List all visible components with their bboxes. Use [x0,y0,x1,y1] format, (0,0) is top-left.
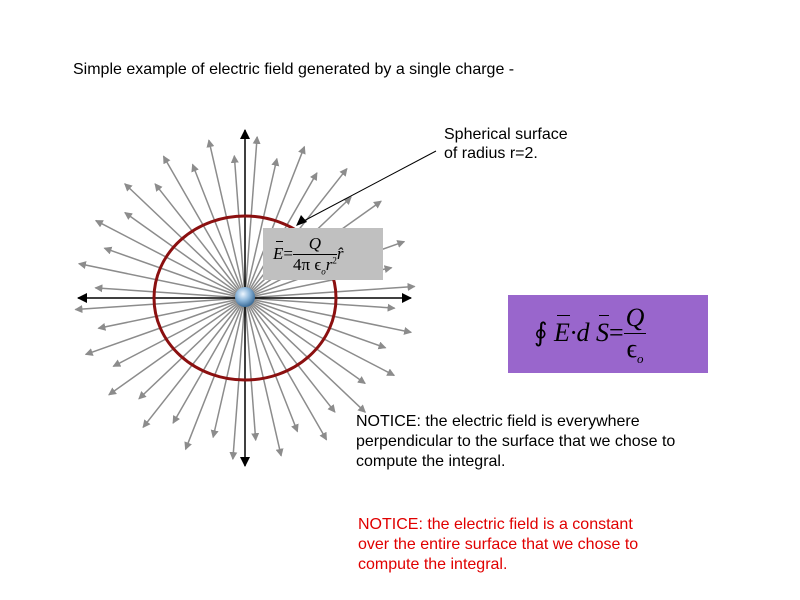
field-ray [162,155,246,299]
callout-line [297,150,437,225]
field-ray [138,297,246,400]
field-ray [142,297,246,429]
field-ray [103,246,246,299]
callout-label: Spherical surface of radius r=2. [444,125,568,163]
field-ray [244,297,328,441]
field-ray [94,219,246,299]
field-ray [191,163,246,299]
field-ray [210,297,246,439]
field-ray [124,183,246,299]
equals: = [283,244,293,264]
field-ray [94,284,246,299]
field-ray [172,297,246,424]
equals: = [608,318,624,348]
notice-constant: NOTICE: the electric field is a constant… [358,515,638,575]
notice2-line2: over the entire surface that we chose to [358,536,639,553]
notice1-line3: compute the integral. [356,453,506,470]
field-ray [244,297,413,335]
dot-d: ·d [569,318,590,348]
denominator: ϵo [626,334,644,367]
slide-title: Simple example of electric field generat… [73,61,515,78]
field-ray [84,297,246,356]
spherical-surface [152,214,338,382]
field-ray [244,282,416,299]
callout-line1: Spherical surface [444,126,568,143]
notice2-line3: compute the integral. [358,556,508,573]
field-ray [230,154,246,299]
field-ray [244,297,299,433]
closed-integral-icon: ∮ [534,318,548,348]
field-ray [112,297,246,367]
notice-perpendicular: NOTICE: the electric field is everywhere… [356,412,675,472]
field-ray [244,297,387,350]
field-ray [244,145,306,299]
notice1-line1: NOTICE: the electric field is everywhere [356,413,640,430]
field-ray [97,297,246,331]
field-ray [244,297,336,413]
field-ray [74,297,246,314]
point-charge [235,287,255,307]
e-vector: E [273,241,284,264]
r-hat: r̂ [336,244,344,264]
field-ray [244,297,396,377]
denominator: 4π ϵor2 [292,255,337,277]
numerator: Q [292,234,337,255]
field-ray [244,297,366,385]
callout-line2: of radius r=2. [444,145,538,162]
field-ray [244,297,260,442]
field-ray [154,183,246,299]
s-vector: S [595,315,609,348]
notice1-line2: perpendicular to the surface that we cho… [356,433,676,450]
field-ray [184,297,246,451]
notice2-line1: NOTICE: the electric field is a constant [358,516,633,533]
e-vector: E [554,315,570,348]
field-ray [124,211,246,299]
field-ray [244,157,280,299]
field-ray [244,297,396,312]
field-ray [244,297,366,413]
callout-arrowhead [296,215,307,226]
field-ray [77,261,246,299]
field-ray [108,297,246,396]
numerator: Q [623,303,647,334]
